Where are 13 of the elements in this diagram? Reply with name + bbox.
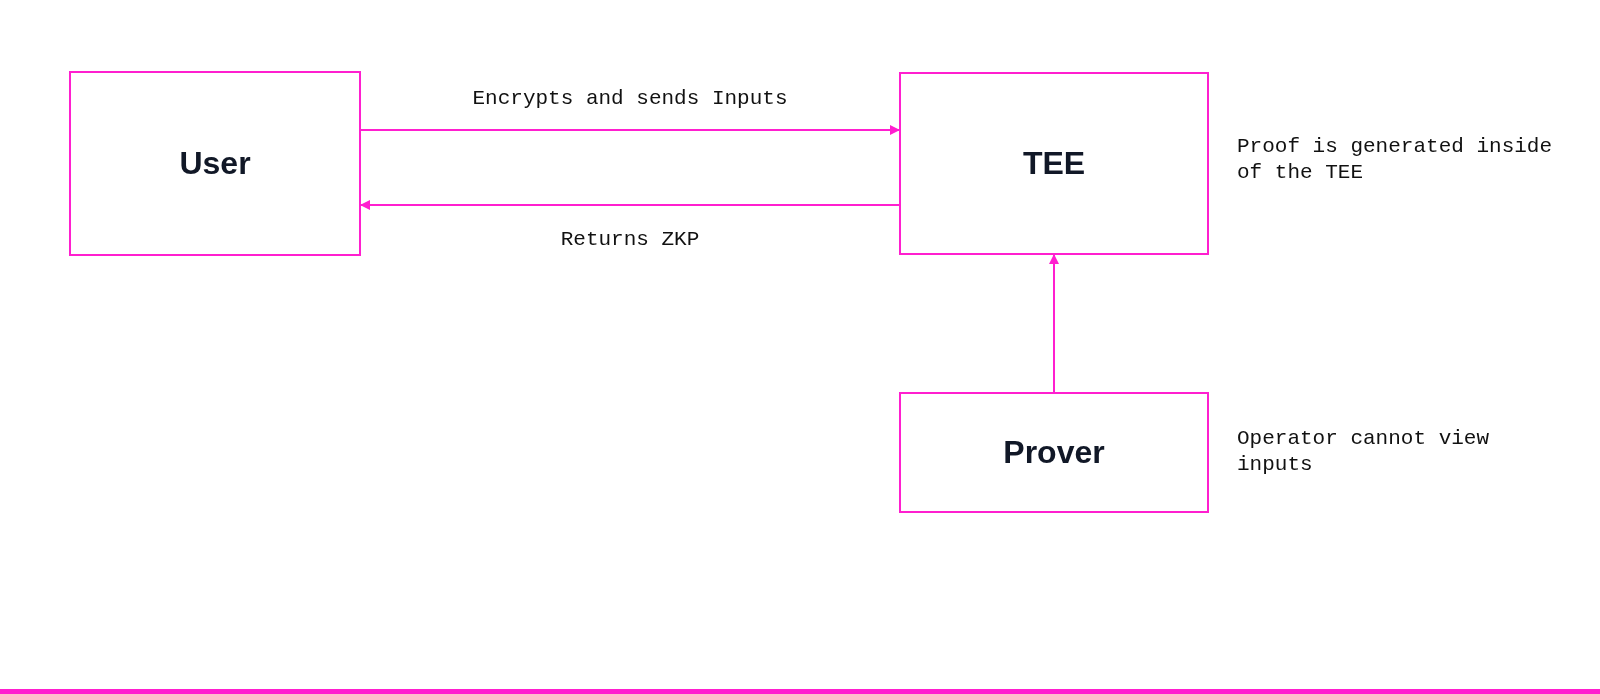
annotation-text: Proof is generated inside of the TEE [1237, 133, 1554, 186]
edge-label: Returns ZKP [559, 227, 701, 253]
node-label: User [179, 145, 251, 182]
node-label: TEE [1022, 145, 1086, 182]
node-label: Prover [1003, 434, 1105, 471]
edge-label: Encrypts and sends Inputs [471, 86, 789, 112]
process-box [899, 72, 1209, 255]
arrow [360, 200, 900, 210]
process-box [899, 392, 1209, 513]
process-box [69, 71, 361, 256]
arrow [360, 125, 900, 135]
annotation-text: Operator cannot view inputs [1237, 425, 1491, 478]
arrow [1049, 254, 1059, 393]
